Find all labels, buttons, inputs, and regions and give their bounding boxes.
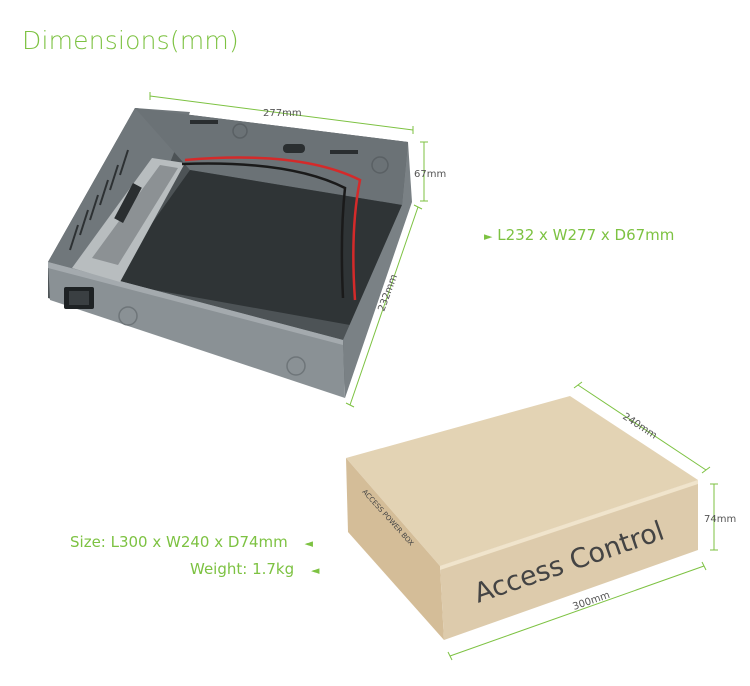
triangle-right-icon: ► [484, 230, 493, 243]
package-size-text: Size: L300 x W240 x D74mm [70, 533, 288, 551]
dim-length: 277mm [263, 108, 302, 119]
pkg-dim-depth: 74mm [704, 514, 736, 525]
triangle-left-icon: ◄ [304, 537, 313, 550]
package-weight-text: Weight: 1.7kg [190, 560, 295, 578]
metal-enclosure-image [48, 108, 412, 398]
enclosure-spec-text: L232 x W277 x D67mm [497, 226, 675, 244]
package-size: Size: L300 x W240 x D74mm ◄ [70, 533, 313, 551]
package-dimension-lines [447, 381, 718, 661]
cardboard-box-image [346, 396, 698, 640]
page-title: Dimensions(mm) [22, 26, 239, 55]
pkg-dim-length: 300mm [571, 590, 611, 613]
triangle-left-icon: ◄ [310, 564, 320, 577]
enclosure-dimension-lines [149, 92, 428, 408]
enclosure-spec: ► L232 x W277 x D67mm [484, 226, 674, 244]
package-weight: Weight: 1.7kg ◄ [190, 560, 319, 578]
dim-depth: 67mm [414, 169, 446, 180]
